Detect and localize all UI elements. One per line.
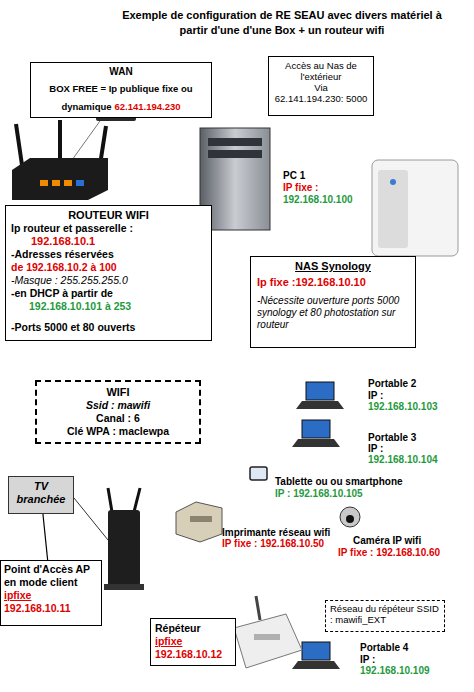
router-port <box>64 180 72 186</box>
ip-address: IP fixe : 192.168.10.50 <box>222 538 324 549</box>
ip-caption: IP : <box>368 443 383 454</box>
router-port <box>76 180 84 186</box>
nas-front <box>378 170 408 248</box>
box-heading: Point d'Accès AP en mode client <box>4 563 98 589</box>
diagram-title: Exemple de configuration de RE SEAU avec… <box>112 8 452 38</box>
camera-icon <box>340 507 360 527</box>
router-antenna <box>58 120 62 160</box>
ip-address: 192.168.10.100 <box>283 194 353 205</box>
repeater-vent <box>254 634 280 640</box>
wire <box>72 121 100 160</box>
ap-antenna <box>108 488 112 512</box>
repeater-box: Répéteuripfixe192.168.10.12 <box>150 618 236 666</box>
ip-address: 192.168.10.12 <box>155 648 231 661</box>
router-box: ROUTEUR WIFIIp routeur et passerelle :19… <box>5 205 212 341</box>
repeater-device <box>234 614 302 668</box>
router-port <box>52 180 60 186</box>
box-text: -Masque : 255.255.255.0 <box>11 274 206 287</box>
ip-mode: ipfixe <box>4 589 98 602</box>
ip-address: 62.141.194.230 <box>115 101 181 112</box>
printer-icon <box>176 502 222 542</box>
device-name: PC 1 <box>283 170 305 181</box>
ip-address: IP fixe : 192.168.10.60 <box>338 547 440 558</box>
nas-box: NAS Synology Ip fixe :192.168.10.10 -Néces… <box>250 256 416 348</box>
laptop-icon <box>292 439 340 447</box>
device-name: Portable 2 <box>368 378 416 389</box>
box-heading: WIFI <box>43 386 193 399</box>
wifi-box: WIFISsid : mawifiCanal : 6Clé WPA : macl… <box>35 380 201 444</box>
device-name: Portable 3 <box>368 432 416 443</box>
box-text: -Ports 5000 et 80 ouverts <box>11 321 206 334</box>
box-heading: WAN <box>35 66 207 78</box>
ip-address: 192.168.10.109 <box>360 665 430 676</box>
ip-range: 192.168.10.101 à 253 <box>29 300 206 313</box>
tv-box: TV branchée <box>8 476 74 514</box>
laptop-icon <box>302 642 330 660</box>
ip-range: de 192.168.10.2 à 100 <box>11 261 206 274</box>
ip-address: 192.168.10.103 <box>368 401 438 412</box>
laptop-icon <box>302 420 330 438</box>
drive-slot <box>208 150 262 158</box>
device-name: Tablette ou ou smartphone <box>275 476 403 487</box>
box-text: -en DHCP à partir de <box>11 287 206 300</box>
box-text: -Adresses réservées <box>11 248 206 261</box>
access-point-box: Point d'Accès AP en mode clientipfixe192… <box>0 560 102 626</box>
router-port <box>40 180 48 186</box>
box-heading: Répéteur <box>155 622 231 635</box>
box-note: -Nécessite ouverture ports 5000 synology… <box>257 295 409 331</box>
ip-caption: IP : <box>360 654 375 665</box>
wire <box>74 498 108 540</box>
box-text: TV branchée <box>11 480 71 506</box>
laptop-icon <box>306 382 334 400</box>
repeater-network-box: Réseau du répéteur SSID : mawifi_EXT <box>325 600 445 632</box>
ip-address: 192.168.10.11 <box>4 602 98 615</box>
box-heading: NAS Synology <box>257 260 409 273</box>
wifi-setting: Ssid : mawifi <box>43 399 193 412</box>
ip-address: 192.168.10.104 <box>368 454 438 465</box>
box-heading: ROUTEUR WIFI <box>11 209 206 222</box>
ip-mode: ipfixe <box>155 635 231 648</box>
wifi-setting: Clé WPA : maclewpa <box>43 425 193 438</box>
note-text: 62.141.194.230: 5000 <box>272 93 370 104</box>
nas-device <box>372 160 458 256</box>
tablet-icon <box>250 467 267 480</box>
device-name: Imprimante réseau wifi <box>222 527 330 538</box>
router-antenna <box>16 124 22 165</box>
camera-lens <box>346 515 354 523</box>
printer-slot <box>190 516 212 522</box>
box-text: Ip routeur et passerelle : <box>11 222 206 235</box>
laptop-icon <box>292 661 340 669</box>
drive-slot <box>208 138 262 146</box>
laptop-icon <box>296 401 344 409</box>
connector <box>43 514 48 560</box>
wifi-setting: Canal : 6 <box>43 412 193 425</box>
access-note-box: Accès au Nas de l'extérieurVia62.141.194… <box>268 56 374 116</box>
ip-caption: IP fixe : <box>283 182 318 193</box>
ip-address: 192.168.10.1 <box>31 235 206 248</box>
repeater-antenna <box>256 596 260 620</box>
wan-box: WANBOX FREE = Ip publique fixe ou dynami… <box>30 62 212 118</box>
ap-antenna <box>134 488 140 512</box>
device-name: Portable 4 <box>360 642 408 653</box>
nas-led <box>390 179 396 185</box>
note-text: Accès au Nas de l'extérieur <box>272 60 370 82</box>
ap-base <box>104 584 144 590</box>
router-body <box>12 158 108 200</box>
ip-address: IP : 192.168.10.105 <box>275 488 363 499</box>
box-text: Réseau du répéteur SSID : mawifi_EXT <box>330 603 440 625</box>
device-name: Caméra IP wifi <box>353 535 421 546</box>
access-point-device <box>108 510 140 586</box>
ip-caption: IP : <box>368 390 383 401</box>
note-text: Via <box>272 82 370 93</box>
ip-address: Ip fixe :192.168.10.10 <box>257 276 409 289</box>
